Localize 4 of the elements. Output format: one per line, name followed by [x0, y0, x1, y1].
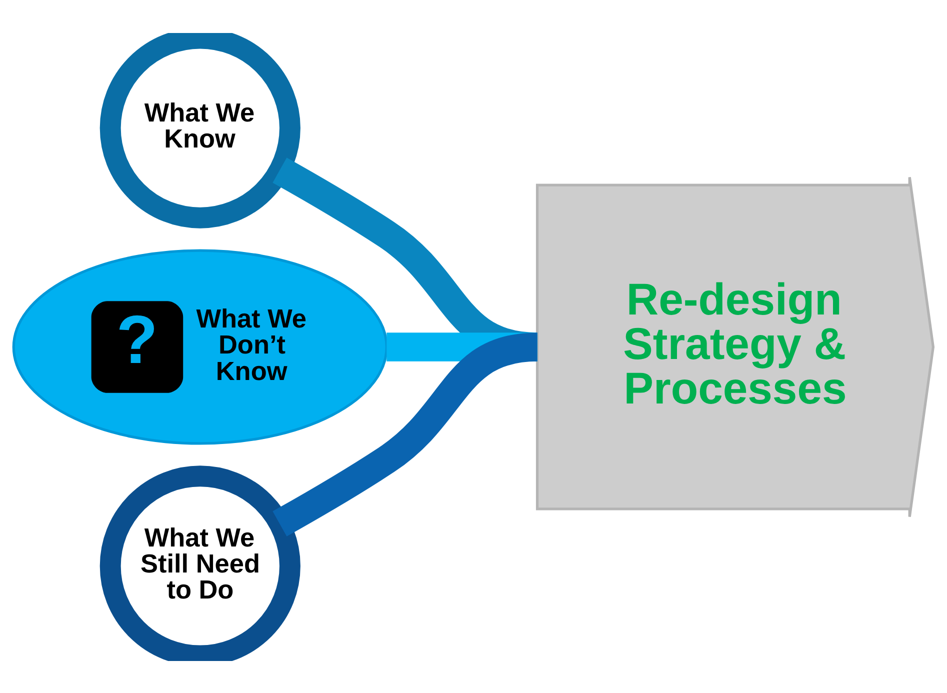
node-circle: What We Know [100, 32, 300, 228]
connector [272, 332, 538, 536]
node-ellipse: ? What We Don’t Know [12, 248, 388, 444]
node-circle: What We Still Need to Do [100, 465, 300, 660]
